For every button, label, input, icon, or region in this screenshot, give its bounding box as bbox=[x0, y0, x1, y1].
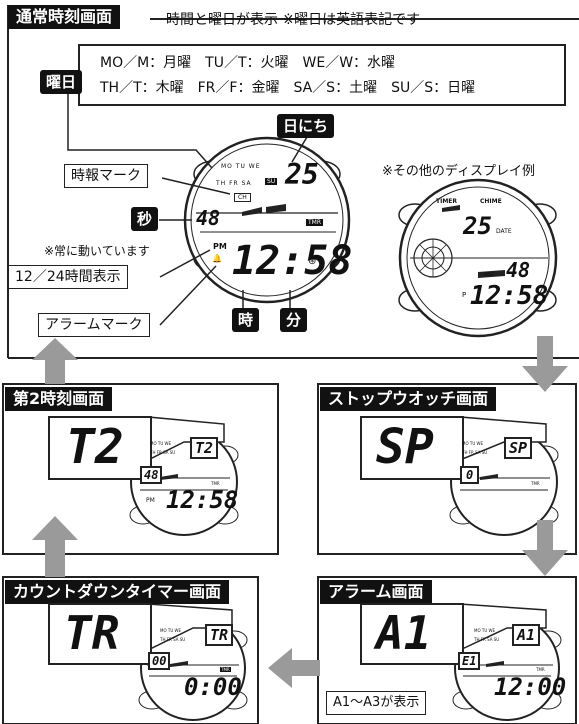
panel-countdown-sec: 00 bbox=[148, 652, 171, 670]
panel-alarm-time: 12:00 bbox=[494, 673, 567, 701]
panel-second-time-tmr: TMR bbox=[211, 481, 220, 486]
example-watch-date-word: DATE bbox=[496, 228, 512, 235]
panel-stopwatch-big: SP bbox=[376, 419, 434, 475]
label-hourly-chime-mark: 時報マーク bbox=[64, 164, 148, 188]
example-watch-date: 25 bbox=[463, 212, 492, 240]
panel-countdown-days-top: MO TU WE bbox=[160, 628, 181, 633]
alarm-bell-icon: 🔔 bbox=[212, 254, 222, 263]
main-watch-su: SU bbox=[265, 178, 278, 185]
panel-second-time-days-top: MO TU WE bbox=[150, 441, 171, 446]
tag-minute: 分 bbox=[280, 308, 308, 332]
tag-hour: 時 bbox=[232, 308, 260, 332]
panel-second-time-pm: PM bbox=[146, 497, 155, 504]
main-watch bbox=[183, 136, 351, 304]
panel-alarm-days-bottom: TH FR SA SU bbox=[474, 637, 500, 642]
tag-date: 日にち bbox=[277, 114, 335, 138]
panel-second-time-title: 第2時刻画面 bbox=[5, 387, 113, 411]
panel-countdown-time: 0:00 bbox=[184, 673, 242, 701]
days-legend-box: MO／M：月曜 TU／T：火曜 WE／W：水曜 TH／T：木曜 FR／F：金曜 … bbox=[78, 44, 566, 106]
main-watch-time: 12:58 bbox=[232, 238, 353, 284]
main-description: 時間と曜日が表示 ※曜日は英語表記です bbox=[166, 12, 421, 28]
panel-stopwatch-small: SP bbox=[504, 437, 533, 459]
panel-stopwatch-tmr: TMR bbox=[531, 481, 540, 486]
panel-second-time-days-bottom: TH FR SA SU bbox=[150, 450, 176, 455]
panel-alarm-days-top: MO TU WE bbox=[474, 628, 495, 633]
panel-second-time-time: 12:58 bbox=[166, 486, 239, 514]
panel-second-time-small: T2 bbox=[190, 437, 219, 459]
panel-countdown-small: TR bbox=[205, 624, 234, 646]
panel-countdown-title: カウントダウンタイマー画面 bbox=[5, 580, 230, 604]
main-watch-pm: PM bbox=[213, 242, 227, 251]
note-always-moving: ※常に動いています bbox=[44, 244, 150, 258]
days-legend-row1: MO／M：月曜 TU／T：火曜 WE／W：水曜 bbox=[100, 55, 396, 71]
example-watch-p: P bbox=[462, 291, 467, 299]
example-watch-chime: CHIME bbox=[480, 198, 502, 205]
main-title: 通常時刻画面 bbox=[8, 5, 121, 29]
panel-countdown-big: TR bbox=[64, 606, 120, 660]
main-watch-days-top: MO TU WE bbox=[221, 163, 261, 170]
main-watch-days-bottom: TH FR SA bbox=[216, 180, 252, 187]
note-other-display: ※その他のディスプレイ例 bbox=[382, 164, 535, 179]
panel-alarm-tmr: TMR bbox=[536, 667, 545, 672]
panel-second-time-sec: 48 bbox=[140, 466, 163, 484]
example-watch-time: 12:58 bbox=[470, 281, 549, 311]
panel-second-time-big: T2 bbox=[66, 419, 124, 475]
arrow-down-right bbox=[522, 520, 568, 576]
arrow-up-left bbox=[32, 516, 78, 577]
example-watch bbox=[398, 178, 558, 338]
panel-stopwatch-title: ストップウオッチ画面 bbox=[320, 387, 497, 411]
days-legend-row2: TH／T：木曜 FR／F：金曜 SA／S：土曜 SU／S：日曜 bbox=[100, 80, 476, 96]
example-watch-sec-label: SEC bbox=[484, 272, 494, 278]
arrow-up-top bbox=[32, 338, 78, 384]
panel-countdown-days-bottom: TH FR SA SU bbox=[160, 637, 186, 642]
panel-alarm-display: A1 bbox=[360, 603, 464, 665]
panel-countdown-tmr: TMR bbox=[220, 667, 231, 672]
tag-seconds: 秒 bbox=[131, 207, 159, 231]
arrow-down-top bbox=[522, 336, 568, 392]
main-watch-seconds: 48 bbox=[196, 206, 221, 230]
arrow-left-bottom bbox=[268, 648, 320, 688]
panel-alarm-big: A1 bbox=[376, 606, 432, 660]
example-watch-seconds: 48 bbox=[506, 258, 531, 282]
panel-stopwatch-sec: 0 bbox=[460, 466, 480, 484]
main-watch-ch-mark: CH bbox=[234, 193, 251, 202]
chime-icon: ⊛ bbox=[308, 256, 317, 267]
main-watch-tmr: TMR bbox=[306, 219, 324, 226]
example-watch-timer: TIMER bbox=[436, 198, 458, 205]
panel-alarm-note: A1～A3が表示 bbox=[326, 691, 427, 715]
panel-alarm-title: アラーム画面 bbox=[320, 580, 432, 604]
flow-arrows bbox=[32, 336, 568, 688]
main-watch-date: 25 bbox=[285, 158, 319, 191]
tag-weekday: 曜日 bbox=[40, 70, 83, 94]
panel-second-time-display: T2 bbox=[48, 416, 152, 480]
panel-stopwatch-days-top: MO TU WE bbox=[462, 441, 483, 446]
panel-stopwatch-days-bottom: TH FR SA SU bbox=[462, 450, 488, 455]
panel-countdown-display: TR bbox=[48, 603, 152, 665]
label-alarm-mark: アラームマーク bbox=[38, 313, 150, 337]
panel-alarm-small: A1 bbox=[512, 624, 541, 646]
panel-stopwatch-display: SP bbox=[360, 416, 464, 480]
panel-alarm-sec: E1 bbox=[458, 652, 481, 670]
label-12-24-display: 12／24時間表示 bbox=[8, 265, 128, 289]
